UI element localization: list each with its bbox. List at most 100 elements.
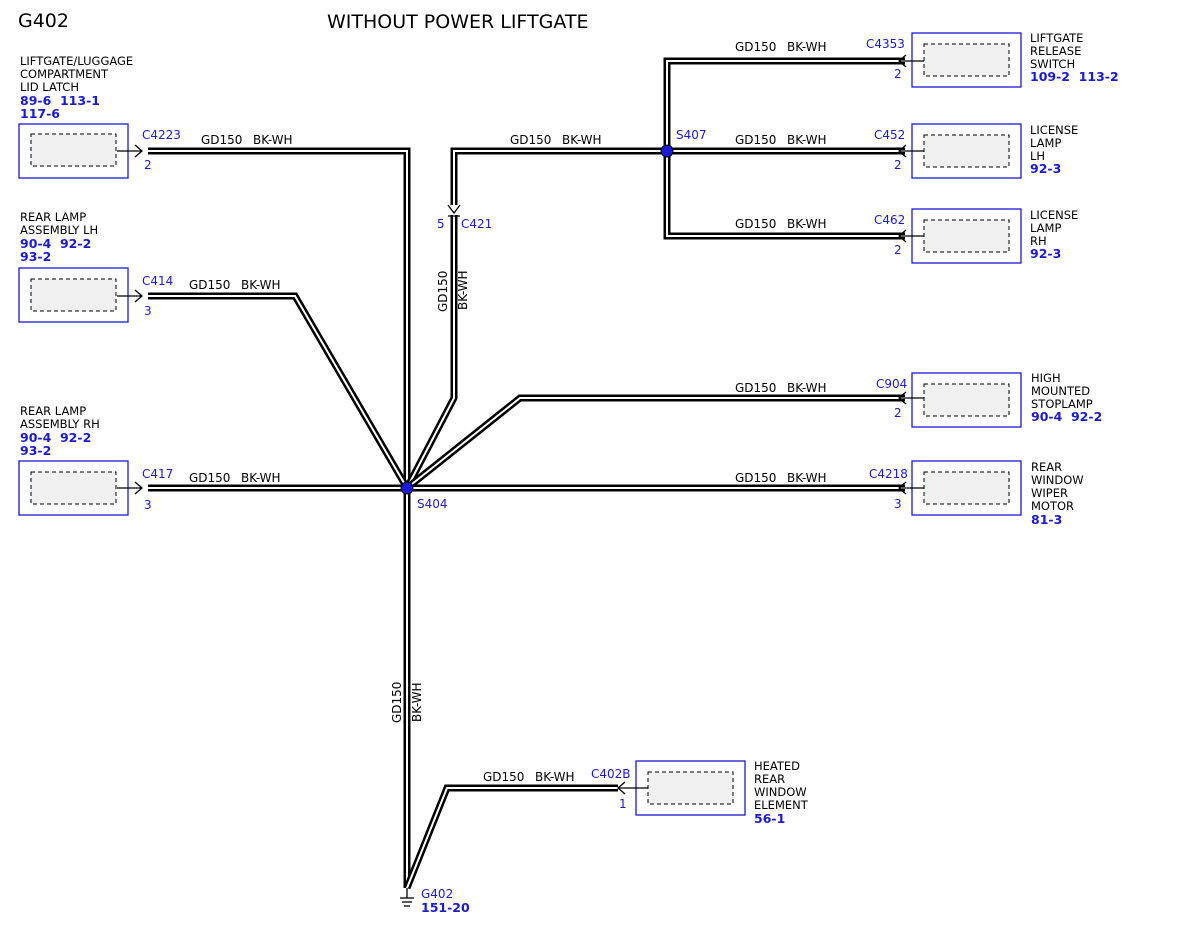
component-ref: 93-2 [20, 249, 51, 264]
wire-heated-window [403, 784, 618, 890]
wire-label-color: BK-WH [410, 682, 424, 722]
component-inner [30, 133, 117, 167]
connector-id: C452 [874, 128, 905, 142]
component-license-lamp-rh: C462 2 LICENSE LAMP RH 92-3 [874, 208, 1078, 264]
wire-c421-upper [450, 147, 667, 205]
component-name: REAR LAMP [20, 404, 86, 418]
connector-pin-icon [898, 391, 907, 405]
connector-pin-icon [898, 54, 907, 68]
component-name: MOTOR [1031, 499, 1074, 513]
connector-id: C4223 [142, 128, 181, 142]
component-name: LAMP [1030, 136, 1061, 150]
wire-label-circuit: GD150 [735, 217, 776, 231]
component-rear-window-wiper-motor: C4218 3 REAR WINDOW WIPER MOTOR 81-3 [869, 460, 1084, 527]
component-name: WIPER [1031, 486, 1068, 500]
wire-label-color: BK-WH [535, 770, 575, 784]
component-name: WINDOW [1031, 473, 1084, 487]
connector-id: C4353 [866, 37, 905, 51]
wire-label-circuit: GD150 [735, 381, 776, 395]
splice-s404-label: S404 [417, 497, 448, 511]
component-name: LH [1030, 149, 1045, 163]
component-name: WINDOW [754, 785, 807, 799]
component-name: LICENSE [1030, 123, 1078, 137]
component-ref: 117-6 [20, 106, 60, 121]
component-name: RELEASE [1030, 44, 1081, 58]
connector-id: C904 [876, 377, 907, 391]
component-name: LIFTGATE [1030, 31, 1083, 45]
component-liftgate-release-switch: C4353 2 LIFTGATE RELEASE SWITCH 109-2 11… [866, 31, 1119, 88]
wire-label-circuit: GD150 [436, 271, 450, 312]
component-ref: 109-2 113-2 [1030, 69, 1119, 84]
wire-rear-lamp-lh [148, 292, 411, 490]
component-name: MOUNTED [1031, 384, 1090, 398]
connector-id: C421 [461, 217, 492, 231]
component-name: HEATED [754, 759, 800, 773]
connector-pin-icon [134, 289, 143, 303]
component-ref: 89-6 113-1 [20, 93, 100, 108]
wire-label-circuit: GD150 [735, 40, 776, 54]
wire-label-circuit: GD150 [189, 278, 230, 292]
wire-c421-lower [403, 215, 458, 490]
diagram-title: WITHOUT POWER LIFTGATE [327, 11, 588, 33]
connector-pin-icon [898, 144, 907, 158]
wire-label-color: BK-WH [787, 133, 827, 147]
connector-id: C414 [142, 274, 173, 288]
ground-symbol-g402 [400, 888, 414, 907]
wire-label-color: BK-WH [787, 381, 827, 395]
connector-pin: 2 [144, 158, 152, 172]
connector-pin: 5 [437, 217, 445, 231]
component-inner [923, 219, 1010, 253]
component-inner [923, 134, 1010, 168]
wire-label-color: BK-WH [241, 278, 281, 292]
component-name: ELEMENT [754, 798, 809, 812]
connector-pin: 2 [894, 243, 902, 257]
component-ref: 90-4 92-2 [1031, 409, 1102, 424]
ground-ref: 151-20 [421, 900, 470, 915]
component-ref: 93-2 [20, 443, 51, 458]
diagram-id: G402 [18, 10, 69, 32]
wire-label-color: BK-WH [562, 133, 602, 147]
connector-pin: 3 [144, 304, 152, 318]
component-name: HIGH [1031, 371, 1061, 385]
component-ref: 92-3 [1030, 246, 1061, 261]
splice-s404 [400, 481, 414, 495]
component-name: STOPLAMP [1031, 397, 1093, 411]
wire-label-circuit: GD150 [735, 471, 776, 485]
wire-label-color: BK-WH [787, 40, 827, 54]
component-inner [30, 278, 117, 312]
component-ref: 81-3 [1031, 512, 1062, 527]
wire-label-color: BK-WH [787, 471, 827, 485]
component-ref: 90-4 92-2 [20, 430, 91, 445]
wire-label-circuit: GD150 [510, 133, 551, 147]
wire-label-circuit: GD150 [735, 133, 776, 147]
component-high-mounted-stoplamp: C904 2 HIGH MOUNTED STOPLAMP 90-4 92-2 [876, 371, 1102, 428]
wire-label-circuit: GD150 [201, 133, 242, 147]
component-heated-rear-window: C402B 1 HEATED REAR WINDOW ELEMENT 56-1 [591, 759, 809, 826]
component-inner [923, 383, 1010, 417]
connector-pin-icon [898, 229, 907, 243]
splice-s407 [660, 144, 674, 158]
component-ref: 92-3 [1030, 161, 1061, 176]
wire-label-color: BK-WH [787, 217, 827, 231]
connector-pin: 2 [894, 67, 902, 81]
connector-pin-icon [134, 481, 143, 495]
component-inner [923, 43, 1010, 77]
wire-lid-latch [148, 147, 411, 488]
connector-pin-icon [134, 144, 143, 158]
component-name: COMPARTMENT [20, 67, 109, 81]
wire-label-color: BK-WH [456, 270, 470, 310]
connector-pin: 2 [894, 406, 902, 420]
component-inner [923, 471, 1010, 505]
splice-s407-label: S407 [676, 128, 707, 142]
connector-pin: 1 [619, 797, 627, 811]
component-ref: 90-4 92-2 [20, 236, 91, 251]
wire-label-circuit: GD150 [390, 682, 404, 723]
connector-id: C4218 [869, 467, 908, 481]
component-ref: 56-1 [754, 811, 785, 826]
component-name: LAMP [1030, 221, 1061, 235]
connector-id: C462 [874, 213, 905, 227]
component-name: ASSEMBLY RH [20, 417, 100, 431]
component-lid-latch: LIFTGATE/LUGGAGE COMPARTMENT LID LATCH 8… [18, 54, 181, 179]
connector-pin: 3 [144, 498, 152, 512]
